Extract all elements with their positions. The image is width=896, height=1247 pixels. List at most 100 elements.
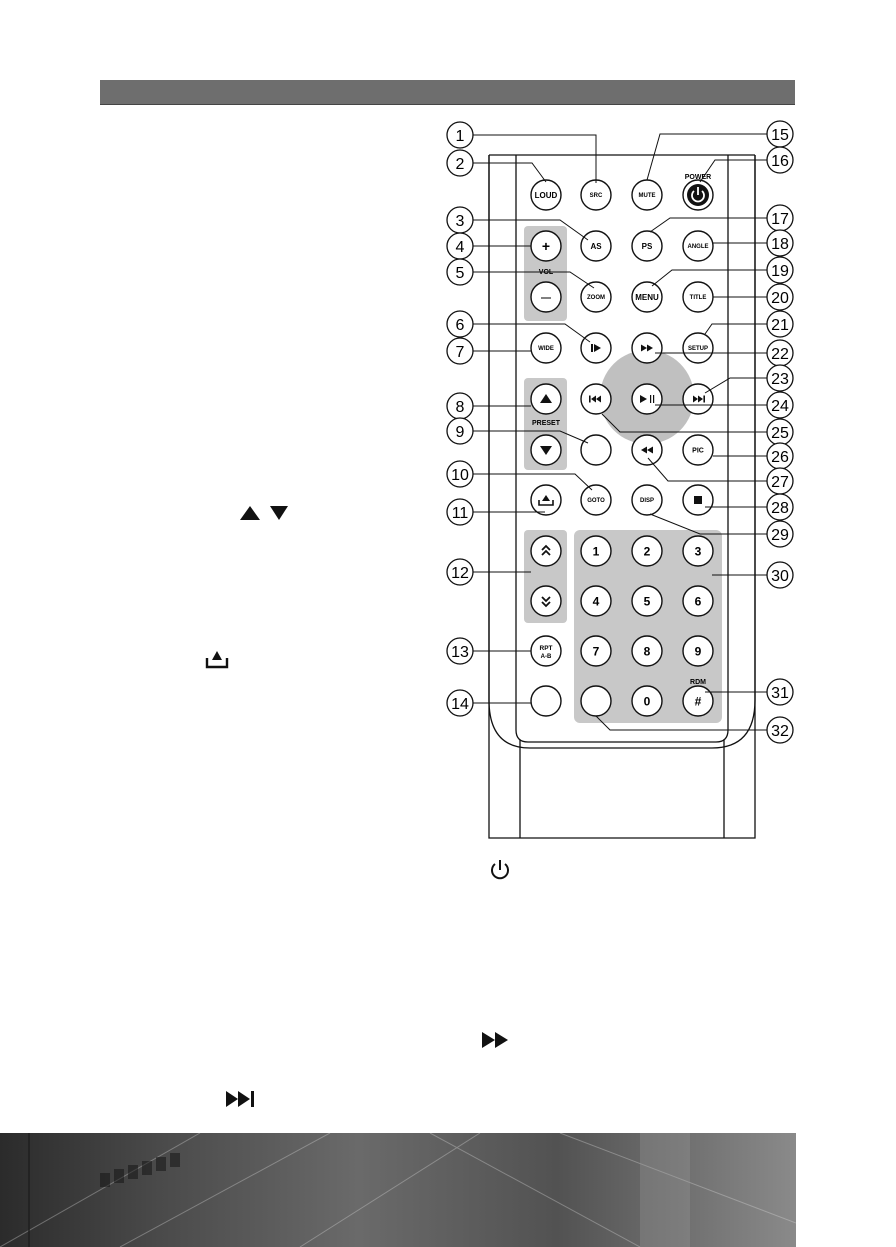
- wide-button[interactable]: WIDE: [530, 332, 562, 364]
- pic-button[interactable]: PIC: [682, 434, 714, 466]
- menu-button[interactable]: MENU: [631, 281, 663, 313]
- rdm-label: RDM: [690, 679, 706, 686]
- callout-19: 19: [651, 256, 794, 287]
- fast-forward-button[interactable]: [631, 332, 663, 364]
- stop-icon: [694, 496, 702, 504]
- callout-18: 18: [713, 229, 794, 257]
- callout-number: 18: [771, 236, 789, 253]
- hash-button-label: #: [695, 694, 702, 708]
- callout-29: 29: [649, 513, 794, 548]
- callout-number: 26: [771, 449, 789, 466]
- num-5-button[interactable]: 5: [631, 585, 663, 617]
- preset-up-button[interactable]: [530, 383, 562, 415]
- blank-button-9[interactable]: [580, 434, 612, 466]
- num-2-button-label: 2: [644, 544, 651, 558]
- mute-button-label: MUTE: [639, 193, 656, 199]
- menu-button-label: MENU: [635, 293, 659, 302]
- hash-button[interactable]: #: [682, 685, 714, 717]
- footer-film-band: [0, 1133, 796, 1247]
- vol-up-button[interactable]: +: [530, 230, 562, 262]
- slow-button[interactable]: [580, 332, 612, 364]
- play-pause-button[interactable]: [631, 383, 663, 415]
- loud-button[interactable]: LOUD: [530, 179, 562, 211]
- callout-number: 20: [771, 290, 789, 307]
- num-7-button[interactable]: 7: [580, 635, 612, 667]
- stop-button[interactable]: [682, 484, 714, 516]
- callout-3: 3: [446, 206, 589, 241]
- num-2-button[interactable]: 2: [631, 535, 663, 567]
- callout-1: 1: [446, 121, 597, 183]
- callout-30: 30: [712, 561, 794, 589]
- callout-23: 23: [704, 364, 794, 394]
- src-button[interactable]: SRC: [580, 179, 612, 211]
- num-6-button-label: 6: [695, 594, 702, 608]
- callout-14: 14: [446, 689, 531, 717]
- num-7-button-label: 7: [593, 644, 600, 658]
- eject-button[interactable]: [530, 484, 562, 516]
- power-icon: [491, 860, 509, 880]
- ps-button[interactable]: PS: [631, 230, 663, 262]
- callout-number: 31: [771, 685, 789, 702]
- page-down-button[interactable]: [530, 585, 562, 617]
- remote-holder: [488, 154, 756, 839]
- zoom-button[interactable]: ZOOM: [580, 281, 612, 313]
- power-button[interactable]: [682, 179, 714, 211]
- page-up-button[interactable]: [530, 535, 562, 567]
- setup-button[interactable]: SETUP: [682, 332, 714, 364]
- preset-label: PRESET: [532, 420, 561, 427]
- callout-8: 8: [446, 392, 531, 420]
- callout-number: 17: [771, 211, 789, 228]
- loud-button-label: LOUD: [535, 191, 558, 200]
- disp-button[interactable]: DISP: [631, 484, 663, 516]
- callout-28: 28: [705, 493, 794, 521]
- as-button[interactable]: AS: [580, 230, 612, 262]
- blank-button-32[interactable]: [580, 685, 612, 717]
- callout-number: 21: [771, 317, 789, 334]
- callout-number: 19: [771, 263, 789, 280]
- callout-number: 22: [771, 346, 789, 363]
- goto-button-label: GOTO: [587, 498, 605, 504]
- src-button-label: SRC: [590, 193, 603, 199]
- num-9-button[interactable]: 9: [682, 635, 714, 667]
- num-4-button-label: 4: [593, 594, 600, 608]
- callout-number: 13: [451, 644, 469, 661]
- callout-number: 6: [456, 317, 465, 334]
- num-8-button[interactable]: 8: [631, 635, 663, 667]
- up-icon: [540, 394, 552, 403]
- rewind-button[interactable]: [631, 434, 663, 466]
- callout-17: 17: [649, 204, 794, 233]
- callout-27: 27: [647, 457, 794, 495]
- next-track-button[interactable]: [682, 383, 714, 415]
- fast-forward-icon: [482, 1032, 508, 1048]
- num-3-button-label: 3: [695, 544, 702, 558]
- num-4-button[interactable]: 4: [580, 585, 612, 617]
- angle-button-label: ANGLE: [688, 244, 709, 250]
- callout-number: 14: [451, 696, 469, 713]
- callout-32: 32: [595, 715, 794, 744]
- callout-5: 5: [446, 258, 595, 289]
- blank-button-14[interactable]: [530, 685, 562, 717]
- num-1-button-label: 1: [593, 544, 600, 558]
- num-0-button[interactable]: 0: [631, 685, 663, 717]
- callout-4: 4: [446, 232, 531, 260]
- eject-icon: [205, 651, 229, 669]
- callout-number: 30: [771, 568, 789, 585]
- preset-down-button[interactable]: [530, 434, 562, 466]
- num-1-button[interactable]: 1: [580, 535, 612, 567]
- angle-button[interactable]: ANGLE: [682, 230, 714, 262]
- prev-track-button[interactable]: [580, 383, 612, 415]
- goto-button[interactable]: GOTO: [580, 484, 612, 516]
- play-icon: [640, 395, 655, 403]
- num-6-button[interactable]: 6: [682, 585, 714, 617]
- num-3-button[interactable]: 3: [682, 535, 714, 567]
- mute-button[interactable]: MUTE: [631, 179, 663, 211]
- vol-down-button[interactable]: —: [530, 281, 562, 313]
- callout-2: 2: [446, 149, 547, 183]
- title-button[interactable]: TITLE: [682, 281, 714, 313]
- dup-icon: [541, 544, 551, 556]
- callout-10: 10: [446, 460, 593, 491]
- callout-numbers: 1234567891011121314151617181920212223242…: [446, 120, 794, 744]
- callout-number: 12: [451, 565, 469, 582]
